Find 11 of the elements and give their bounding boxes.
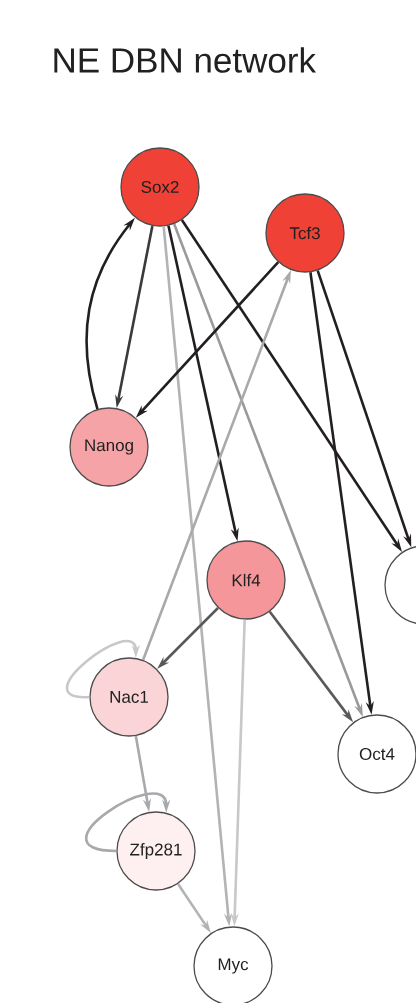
gene-node: Myc (193, 926, 273, 1003)
gene-node: Klf4 (206, 540, 286, 620)
gene-node: Zfp281 (116, 811, 196, 891)
arrow (66, 639, 141, 699)
gene-node: Oct4 (337, 714, 416, 794)
title: NE DBN network (54, 47, 317, 73)
gene-node: Nac1 (89, 657, 169, 737)
gene-node: Tcf3 (265, 193, 345, 273)
arrow (85, 792, 171, 853)
gene-node: Nanog (69, 407, 149, 487)
gene-node: Sox2 (120, 147, 200, 227)
